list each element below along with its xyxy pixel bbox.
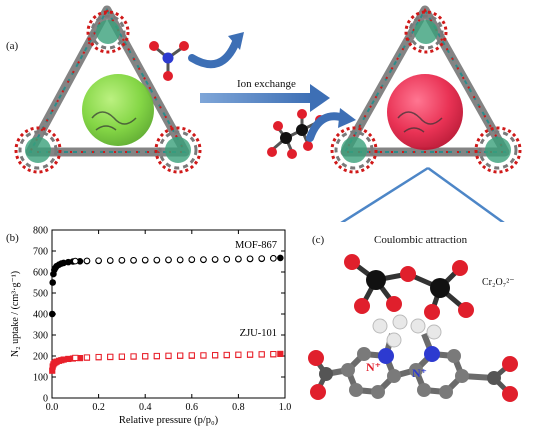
x-axis-label: Relative pressure (p/p₀): [119, 415, 219, 426]
data-point-desorption: [200, 352, 207, 359]
data-point-desorption: [258, 255, 266, 262]
data-point-desorption: [246, 255, 254, 263]
panel-b-label: (b): [6, 232, 19, 244]
metal-cluster-left-br: [154, 126, 202, 174]
data-point-desorption: [223, 351, 230, 359]
plot-frame: [51, 229, 286, 399]
data-point-desorption: [153, 256, 161, 264]
y-tick-label: 200: [33, 352, 48, 363]
data-point-adsorption: [277, 350, 284, 358]
data-point-desorption: [165, 256, 172, 264]
series-zju-101: ZJU-101: [49, 328, 284, 374]
data-point-desorption: [177, 352, 184, 359]
data-point-desorption: [72, 354, 79, 361]
ion-exchange-arrow-icon: [200, 84, 330, 112]
data-point-desorption: [223, 255, 231, 263]
data-point-desorption: [212, 352, 219, 359]
metal-cluster-right-top: [404, 10, 448, 54]
data-point-desorption: [83, 257, 91, 265]
data-point-desorption: [142, 353, 149, 360]
data-point-desorption: [188, 256, 196, 263]
x-tick-label: 0.2: [92, 402, 105, 413]
n-plus-label-2: N⁺: [412, 366, 427, 380]
data-point-desorption: [72, 257, 79, 265]
x-tick-label: 0.0: [46, 402, 59, 413]
x-tick-label: 0.4: [139, 402, 152, 413]
series-label: MOF-867: [235, 240, 277, 251]
data-point-desorption: [106, 257, 114, 264]
x-tick-label: 0.8: [232, 402, 245, 413]
metal-cluster-right-br: [474, 126, 522, 174]
data-point-desorption: [130, 353, 137, 360]
series-label: ZJU-101: [240, 328, 277, 339]
y-tick-label: 0: [43, 394, 48, 405]
series-mof-867: MOF-867: [48, 240, 284, 318]
panel-b-isotherm-chart: (b) 0.0 0.2 0.4 0.6 0.8 1.0 0 100 200 300 400 500 60…: [0, 222, 300, 427]
panel-a-mof-schematic: (a): [6, 5, 523, 238]
data-point-desorption: [270, 351, 277, 358]
data-point-desorption: [107, 353, 114, 360]
data-point-desorption: [95, 257, 102, 264]
n2-isotherm-chart: 0.0 0.2 0.4 0.6 0.8 1.0 0 100 200 300 400 500 600 700…: [10, 226, 292, 427]
y-axis-label: N₂ uptake / (cm³·g⁻¹): [10, 271, 21, 357]
y-tick-label: 600: [33, 268, 48, 279]
red-pore-sphere: [387, 74, 463, 150]
data-point-adsorption: [277, 254, 284, 262]
y-tick-label: 100: [33, 373, 48, 384]
data-point-desorption: [200, 256, 207, 263]
data-point-desorption: [153, 352, 160, 360]
data-point-desorption: [141, 256, 149, 264]
mof-illustration: [14, 5, 523, 238]
panel-a-label: (a): [6, 40, 19, 52]
zoom-lines: [329, 166, 523, 238]
data-point-desorption: [270, 255, 277, 262]
data-point-desorption: [165, 352, 172, 359]
dichromate-label: Cr₂O₇²⁻: [482, 277, 515, 288]
y-tick-label: 800: [33, 226, 48, 237]
mof-framework-right: [330, 5, 522, 174]
dichromate-molecule: [344, 254, 474, 320]
data-point-desorption: [118, 353, 126, 360]
data-point-desorption: [130, 256, 137, 264]
y-tick-label: 400: [33, 310, 48, 321]
data-point-desorption: [246, 351, 254, 358]
x-tick-label: 1.0: [279, 402, 292, 413]
metal-cluster-left-bl: [14, 126, 62, 174]
data-point-adsorption: [48, 310, 56, 318]
metal-cluster-right-bl: [330, 126, 378, 174]
dichromate-ion-icon: [267, 109, 325, 159]
data-point-desorption: [95, 353, 102, 361]
n-plus-label-1: N⁺: [366, 360, 381, 374]
mof-framework-left: [14, 5, 202, 174]
coulombic-title: Coulombic attraction: [374, 234, 468, 246]
nitrate-ion-icon: [149, 41, 189, 81]
data-point-desorption: [258, 351, 265, 358]
curved-arrow-out-icon: [188, 38, 240, 69]
data-point-desorption: [235, 351, 242, 358]
molecule-illustration: [308, 254, 518, 402]
data-point-desorption: [176, 256, 184, 264]
bipyridinium-molecule: [308, 314, 518, 402]
data-point-desorption: [118, 256, 126, 264]
panel-c-coulombic: (c) Coulombic attraction: [296, 222, 540, 426]
data-point-desorption: [235, 255, 242, 263]
data-point-desorption: [211, 256, 219, 263]
y-tick-label: 700: [33, 247, 48, 258]
panel-c-label: (c): [312, 234, 325, 246]
y-tick-label: 500: [33, 289, 48, 300]
data-point-adsorption: [49, 279, 56, 286]
y-tick-label: 300: [33, 331, 48, 342]
metal-cluster-left-top: [86, 10, 130, 54]
x-tick-label: 0.6: [186, 402, 199, 413]
green-pore-sphere: [82, 74, 154, 146]
data-point-desorption: [83, 354, 91, 361]
ion-exchange-label: Ion exchange: [237, 78, 296, 90]
data-point-desorption: [188, 352, 195, 359]
